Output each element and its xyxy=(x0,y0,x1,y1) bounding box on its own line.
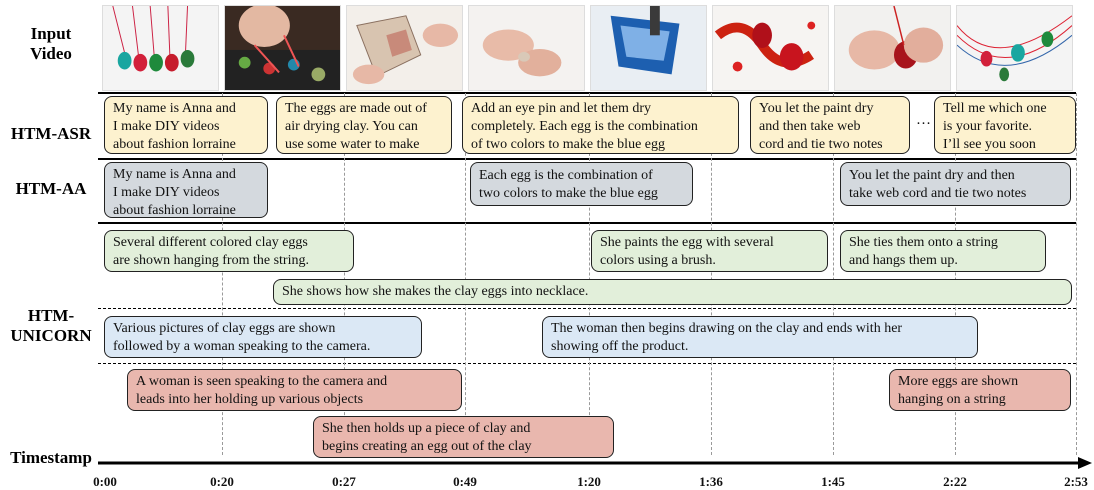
unicorn-green-caption-1: Several different colored clay eggs are … xyxy=(104,230,354,272)
htm-unicorn-label: HTM- UNICORN xyxy=(10,306,92,345)
htm-asr-label: HTM-ASR xyxy=(10,124,92,143)
unicorn-green-caption-4: She shows how she makes the clay eggs in… xyxy=(273,279,1072,305)
timestamp-guide xyxy=(1076,93,1077,455)
video-frame-2 xyxy=(224,5,341,91)
timestamp-guide xyxy=(589,93,590,455)
timestamp-tick: 0:00 xyxy=(93,474,117,489)
separator-green-blue xyxy=(98,308,1076,309)
aa-caption-2: Each egg is the combination of two color… xyxy=(470,162,693,206)
timestamp-guide xyxy=(222,93,223,455)
asr-caption-3: Add an eye pin and let them dry complete… xyxy=(462,96,739,154)
separator-aa-unicorn xyxy=(98,222,1076,224)
unicorn-blue-caption-2: The woman then begins drawing on the cla… xyxy=(542,316,978,358)
asr-caption-2: The eggs are made out of air drying clay… xyxy=(276,96,452,154)
input-video-label: Input Video xyxy=(30,24,72,63)
timestamp-label: Timestamp xyxy=(10,448,92,467)
timestamp-guide xyxy=(465,93,466,455)
timestamp-guide xyxy=(955,93,956,455)
unicorn-red-caption-3: She then holds up a piece of clay and be… xyxy=(313,416,614,458)
video-frame-8 xyxy=(956,5,1073,91)
asr-caption-5: Tell me which one is your favorite. I’ll… xyxy=(934,96,1076,154)
timestamp-guide xyxy=(711,93,712,455)
asr-ellipsis: … xyxy=(916,112,931,128)
timestamp-tick: 2:22 xyxy=(943,474,967,489)
timestamp-guide xyxy=(344,93,345,455)
asr-caption-1: My name is Anna and I make DIY videos ab… xyxy=(104,96,268,154)
video-frame-4 xyxy=(468,5,585,91)
video-frame-3 xyxy=(346,5,463,91)
video-frame-6 xyxy=(712,5,829,91)
timestamp-tick: 0:49 xyxy=(453,474,477,489)
timestamp-guide xyxy=(833,93,834,455)
htm-aa-label: HTM-AA xyxy=(15,179,87,198)
separator-asr-aa xyxy=(98,158,1076,160)
timestamp-tick: 0:20 xyxy=(210,474,234,489)
separator-blue-red xyxy=(98,363,1076,364)
video-frame-1 xyxy=(102,5,219,91)
unicorn-red-caption-1: A woman is seen speaking to the camera a… xyxy=(127,369,462,411)
unicorn-green-caption-2: She paints the egg with several colors u… xyxy=(591,230,828,272)
timestamp-tick: 1:45 xyxy=(821,474,845,489)
timestamp-tick: 1:36 xyxy=(699,474,723,489)
timestamp-tick: 1:20 xyxy=(577,474,601,489)
asr-caption-4: You let the paint dry and then take web … xyxy=(750,96,910,154)
timestamp-tick: 0:27 xyxy=(332,474,356,489)
unicorn-red-caption-2: More eggs are shown hanging on a string xyxy=(889,369,1071,411)
aa-caption-3: You let the paint dry and then take web … xyxy=(840,162,1071,206)
unicorn-blue-caption-1: Various pictures of clay eggs are shown … xyxy=(104,316,422,358)
timeline-axis xyxy=(98,457,1092,469)
separator-video-asr xyxy=(98,92,1076,94)
aa-caption-1: My name is Anna and I make DIY videos ab… xyxy=(104,162,268,218)
unicorn-green-caption-3: She ties them onto a string and hangs th… xyxy=(840,230,1046,272)
video-frame-7 xyxy=(834,5,951,91)
timestamp-tick: 2:53 xyxy=(1064,474,1088,489)
video-frame-5 xyxy=(590,5,707,91)
